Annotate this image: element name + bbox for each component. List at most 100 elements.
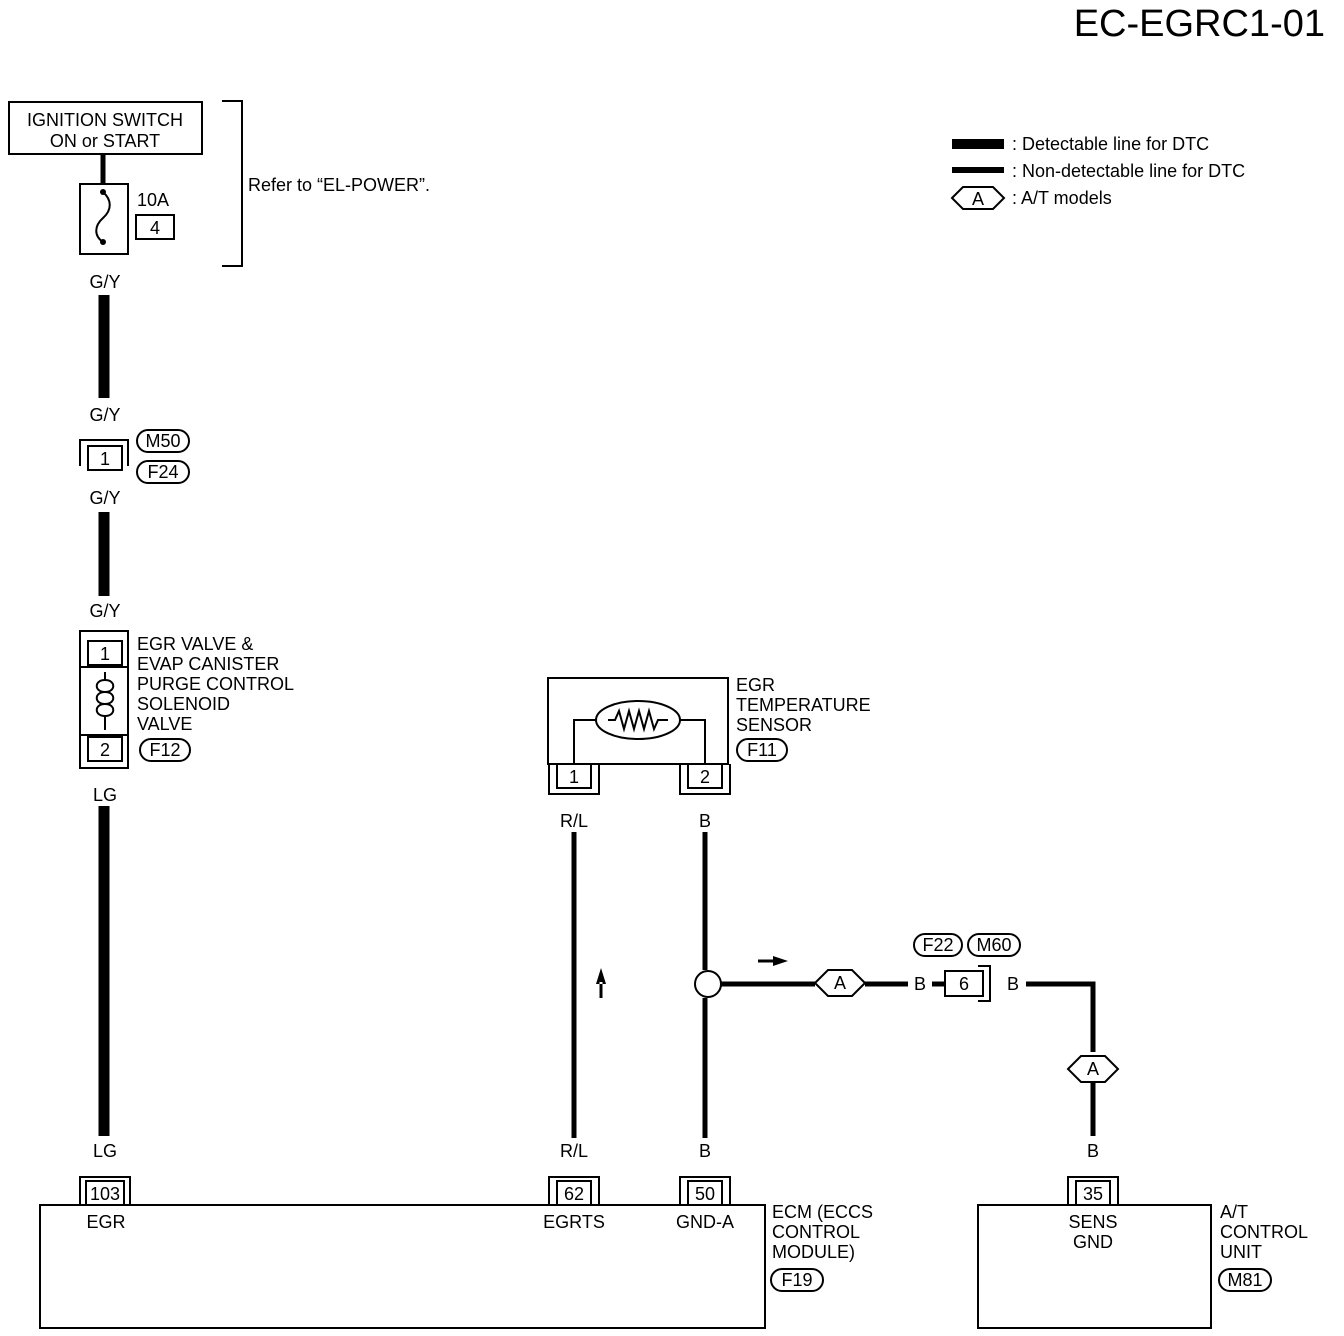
ecm-name-line1: ECM (ECCS bbox=[772, 1202, 873, 1222]
wire-color-gy-3: G/Y bbox=[89, 488, 120, 508]
at-unit-pin-35-box bbox=[1075, 1180, 1111, 1206]
connector-m60-badge bbox=[967, 933, 1021, 957]
egr-sensor-code: F11 bbox=[747, 740, 777, 760]
ecm-pin-103-shell bbox=[79, 1176, 131, 1205]
at-unit-pin-35: 35 bbox=[1083, 1184, 1103, 1204]
connector-f22-badge bbox=[913, 933, 963, 957]
ecm-pin-103-box bbox=[85, 1180, 125, 1206]
joint-connector-code-1: M50 bbox=[145, 431, 180, 451]
wire-color-rl-2: R/L bbox=[560, 1141, 588, 1161]
wire-color-b-5: B bbox=[1087, 1141, 1099, 1161]
solenoid-pin-2-box bbox=[87, 736, 123, 762]
at-unit-name-line3: UNIT bbox=[1220, 1242, 1262, 1262]
connector-f22-code: F22 bbox=[922, 935, 953, 955]
legend: : Detectable line for DTC : Non-detectab… bbox=[950, 134, 1245, 210]
legend-at-text: : A/T models bbox=[1012, 188, 1112, 208]
legend-non-detectable-swatch bbox=[952, 167, 1004, 173]
wire-color-gy-1: G/Y bbox=[89, 272, 120, 292]
fuse-amperage: 10A bbox=[137, 190, 169, 210]
fuse: 10A 4 bbox=[79, 154, 175, 255]
fuse-number-box bbox=[135, 214, 175, 240]
joint-connector-code-2: F24 bbox=[147, 462, 178, 482]
ecm: 103 EGR 62 EGRTS 50 GND-A ECM (ECCS CONT… bbox=[39, 1176, 873, 1329]
at-unit-name-line1: A/T bbox=[1220, 1202, 1248, 1222]
egr-sensor-name-line2: TEMPERATURE bbox=[736, 695, 871, 715]
egr-temperature-sensor: 1 2 EGR TEMPERATURE SENSOR F11 bbox=[547, 675, 871, 795]
solenoid-coil-icon bbox=[95, 672, 115, 730]
connector-f22-m60-pin: 6 bbox=[959, 974, 969, 994]
refer-bracket bbox=[222, 100, 243, 267]
egr-sensor-pin-2-shell bbox=[679, 764, 731, 795]
egr-sensor-resistor-icon bbox=[608, 707, 668, 733]
ecm-name-line3: MODULE) bbox=[772, 1242, 855, 1262]
joint-connector-code-2-badge bbox=[136, 460, 190, 484]
at-unit-body bbox=[977, 1204, 1212, 1329]
joint-connector-shell bbox=[79, 439, 129, 466]
wire-branch-segment-4 bbox=[1026, 981, 1096, 1052]
fuse-node-top bbox=[100, 189, 106, 195]
wire-color-lg-2: LG bbox=[93, 1141, 117, 1161]
diagram-id: EC-EGRC1-01 bbox=[1074, 3, 1325, 45]
egr-sensor-pin-1: 1 bbox=[569, 767, 579, 787]
ignition-switch-box bbox=[8, 101, 203, 155]
ecm-terminal-egr: EGR bbox=[86, 1212, 125, 1232]
egr-sensor-code-badge bbox=[736, 738, 788, 762]
fuse-element-icon bbox=[95, 191, 111, 243]
at-unit-code-badge bbox=[1218, 1268, 1272, 1292]
at-model-marker-vertical-letter: A bbox=[1087, 1059, 1099, 1079]
egr-sensor-thermistor-icon bbox=[595, 700, 681, 740]
ecm-terminal-egrts: EGRTS bbox=[543, 1212, 605, 1232]
egr-sensor-pin-1-shell bbox=[548, 764, 600, 795]
wire-color-rl-1: R/L bbox=[560, 811, 588, 831]
connector-f22-m60-shell bbox=[978, 965, 991, 1002]
solenoid-pin-1-box bbox=[87, 640, 123, 666]
ecm-name-line2: CONTROL bbox=[772, 1222, 860, 1242]
signal-arrow-right-icon bbox=[758, 956, 788, 966]
at-model-marker-horizontal-letter: A bbox=[834, 973, 846, 993]
ecm-pin-62-box bbox=[556, 1180, 592, 1206]
at-unit-name-line2: CONTROL bbox=[1220, 1222, 1308, 1242]
ecm-pin-50-shell bbox=[679, 1176, 731, 1205]
egr-sensor-inner-wiring bbox=[573, 719, 706, 764]
solenoid-name-line3: PURGE CONTROL bbox=[137, 674, 294, 694]
wire-color-b-2: B bbox=[699, 1141, 711, 1161]
solenoid-code: F12 bbox=[149, 740, 180, 760]
solenoid-bottom-shell bbox=[79, 735, 129, 769]
joint-connector-m50-f24: 1 M50 F24 bbox=[79, 429, 190, 484]
wire-color-b-4: B bbox=[1007, 974, 1019, 994]
ecm-pin-62: 62 bbox=[564, 1184, 584, 1204]
ecm-pin-50-box bbox=[687, 1180, 723, 1206]
ecm-pin-50: 50 bbox=[695, 1184, 715, 1204]
solenoid-valve: 1 2 EGR VALVE & EVAP CANISTER PURGE CONT… bbox=[79, 630, 294, 769]
ecm-code-badge bbox=[770, 1268, 824, 1292]
connector-f22-m60: 6 F22 M60 bbox=[913, 933, 1021, 1002]
ecm-pin-62-shell bbox=[548, 1176, 600, 1205]
wire-color-gy-4: G/Y bbox=[89, 601, 120, 621]
solenoid-pin-2: 2 bbox=[100, 740, 110, 760]
ignition-switch: IGNITION SWITCH ON or START bbox=[8, 101, 203, 155]
at-unit-terminal-line1: SENS bbox=[1068, 1212, 1117, 1232]
joint-connector-pin-box bbox=[87, 445, 123, 471]
solenoid-name-line2: EVAP CANISTER bbox=[137, 654, 279, 674]
fuse-number: 4 bbox=[150, 218, 160, 238]
solenoid-code-badge bbox=[139, 738, 191, 762]
egr-sensor-name-line3: SENSOR bbox=[736, 715, 812, 735]
solenoid-name-line4: SOLENOID bbox=[137, 694, 230, 714]
egr-sensor-pin-2-box bbox=[687, 763, 723, 789]
at-unit-code: M81 bbox=[1227, 1270, 1262, 1290]
wire-color-gy-2: G/Y bbox=[89, 405, 120, 425]
ecm-pin-103: 103 bbox=[90, 1184, 120, 1204]
legend-at-letter: A bbox=[972, 189, 984, 209]
joint-connector-pin: 1 bbox=[100, 449, 110, 469]
legend-detectable-text: : Detectable line for DTC bbox=[1012, 134, 1209, 154]
refer-text: Refer to “EL-POWER”. bbox=[248, 175, 430, 195]
legend-non-detectable-text: : Non-detectable line for DTC bbox=[1012, 161, 1245, 181]
ecm-terminal-gnd-a: GND-A bbox=[676, 1212, 734, 1232]
legend-detectable-swatch bbox=[952, 139, 1004, 149]
signal-arrow-up-icon bbox=[596, 968, 606, 998]
solenoid-name-line5: VALVE bbox=[137, 714, 192, 734]
connector-f22-m60-pin-box bbox=[944, 970, 984, 997]
ignition-switch-line2: ON or START bbox=[50, 131, 160, 151]
at-unit-terminal-line2: GND bbox=[1073, 1232, 1113, 1252]
ecm-code: F19 bbox=[781, 1270, 812, 1290]
